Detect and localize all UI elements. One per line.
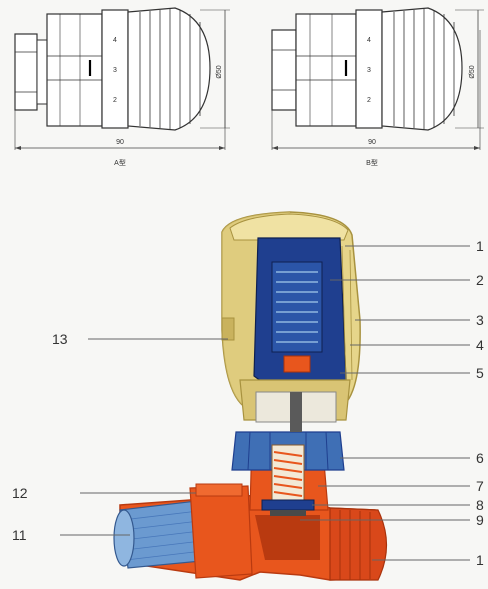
callout-number: 1 bbox=[476, 238, 484, 254]
drawing-b: 4 3 2 Ø50 90 B型 bbox=[271, 7, 484, 167]
callout-number: 9 bbox=[476, 512, 484, 528]
scale-mark: 3 bbox=[113, 67, 117, 74]
scale-ring bbox=[355, 9, 383, 129]
callout-number: 4 bbox=[476, 337, 484, 353]
pin bbox=[290, 392, 302, 432]
width-dimension: 90 bbox=[116, 139, 124, 146]
sleeve bbox=[46, 13, 103, 127]
callout-number: 6 bbox=[476, 450, 484, 466]
knob bbox=[127, 7, 211, 131]
inlet-nut bbox=[14, 33, 38, 111]
width-dimension: 90 bbox=[368, 139, 376, 146]
knob bbox=[381, 7, 463, 131]
scale-mark: 2 bbox=[113, 97, 117, 104]
scale-mark: 2 bbox=[367, 97, 371, 104]
inlet-nut bbox=[271, 29, 297, 111]
callout-number: 3 bbox=[476, 312, 484, 328]
drawing-a: 4 3 2 Ø50 90 A型 bbox=[14, 7, 230, 167]
outlet-end bbox=[329, 507, 387, 581]
valve-disc bbox=[261, 499, 315, 511]
flow-cavity bbox=[255, 515, 320, 560]
callout-number: 11 bbox=[12, 527, 27, 543]
coupling-nut bbox=[189, 485, 253, 579]
plunger bbox=[283, 355, 311, 373]
scale-mark: 3 bbox=[367, 67, 371, 74]
callout-number: 1 bbox=[476, 552, 484, 568]
callout-number: 13 bbox=[52, 331, 68, 347]
callout-number: 12 bbox=[12, 485, 28, 501]
callout-number: 7 bbox=[476, 478, 484, 494]
scale-mark: 4 bbox=[113, 37, 117, 44]
bellows bbox=[271, 261, 323, 353]
callout-number: 2 bbox=[476, 272, 484, 288]
drawing-caption: A型 bbox=[114, 158, 126, 167]
scale-mark: 4 bbox=[367, 37, 371, 44]
leader-lines bbox=[60, 245, 470, 561]
callout-number: 5 bbox=[476, 365, 484, 381]
drawing-caption: B型 bbox=[366, 158, 378, 167]
callout-number: 8 bbox=[476, 497, 484, 513]
cutaway-illustration: 13 12 11 1 2 3 4 5 6 7 8 9 1 bbox=[12, 211, 484, 581]
height-dimension: Ø50 bbox=[469, 65, 476, 78]
valve-seat bbox=[270, 510, 306, 516]
height-dimension: Ø50 bbox=[216, 65, 223, 78]
